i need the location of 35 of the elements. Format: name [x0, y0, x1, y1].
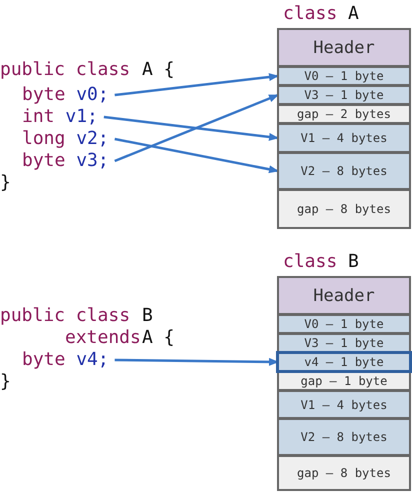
field-cell: V3 – 1 byte	[279, 87, 409, 103]
field-declaration: byte v4;	[22, 349, 109, 371]
padding-gap-cell: gap – 2 bytes	[279, 106, 409, 122]
highlighted-field-cell: v4 – 1 byte	[279, 354, 409, 370]
field-cell: V2 – 8 bytes	[279, 420, 409, 454]
header-cell: Header	[279, 278, 409, 313]
class-heading: class A	[283, 3, 359, 24]
padding-gap-cell: gap – 1 byte	[279, 373, 409, 389]
code-text: }	[0, 172, 11, 194]
code-keyword: public class	[0, 305, 130, 327]
code-text: A {	[142, 327, 175, 349]
arrow	[114, 94, 279, 162]
arrow	[104, 116, 279, 141]
arrow	[114, 138, 279, 174]
field-cell: V3 – 1 byte	[279, 335, 409, 351]
code-text: B	[142, 305, 153, 327]
code-text: }	[0, 371, 11, 393]
field-cell: V1 – 4 bytes	[279, 392, 409, 417]
field-declaration: byte v3;	[22, 150, 109, 172]
code-keyword: extends	[65, 327, 141, 349]
field-cell: V0 – 1 byte	[279, 68, 409, 84]
code-text: A {	[142, 59, 175, 81]
arrow	[114, 73, 279, 96]
field-cell: V2 – 8 bytes	[279, 154, 409, 188]
field-cell: V1 – 4 bytes	[279, 125, 409, 151]
arrow	[114, 358, 279, 366]
field-declaration: int v1;	[22, 106, 98, 128]
code-keyword: public class	[0, 59, 130, 81]
field-declaration: long v2;	[22, 128, 109, 150]
class-heading: class B	[283, 251, 359, 272]
field-declaration: byte v0;	[22, 84, 109, 106]
padding-gap-cell: gap – 8 bytes	[279, 457, 409, 489]
padding-gap-cell: gap – 8 bytes	[279, 191, 409, 227]
field-cell: V0 – 1 byte	[279, 316, 409, 332]
header-cell: Header	[279, 30, 409, 65]
